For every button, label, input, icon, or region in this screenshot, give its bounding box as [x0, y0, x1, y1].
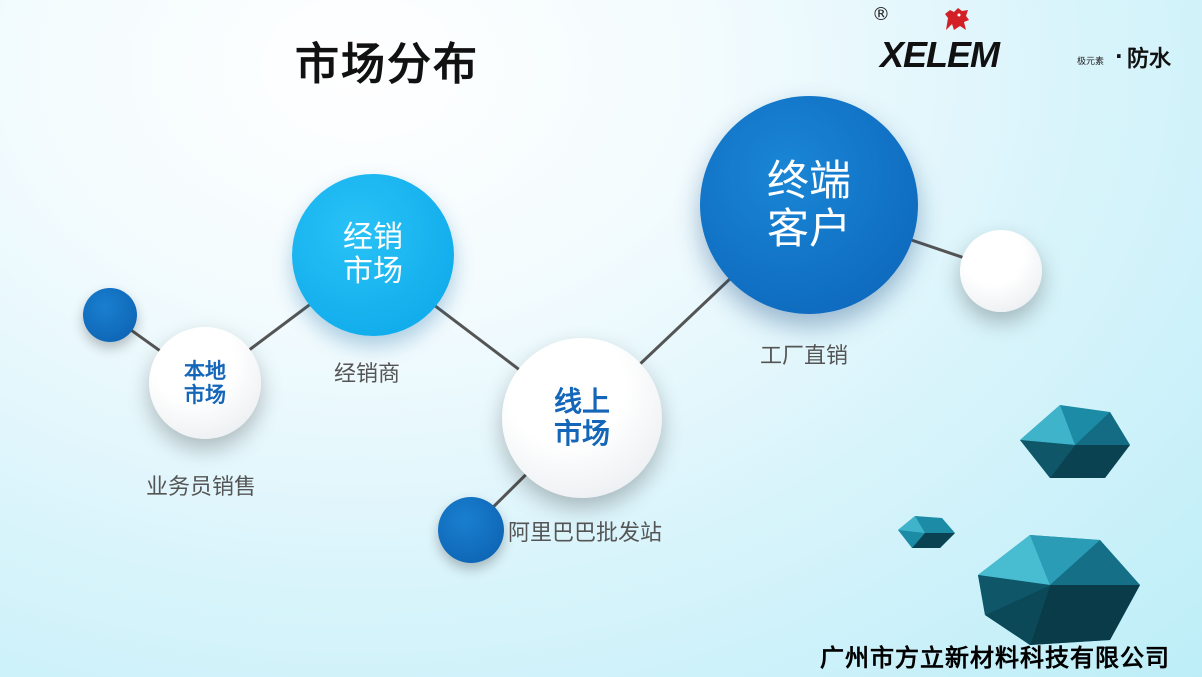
- node-dealer-text: 经销 市场: [343, 219, 403, 289]
- logo-separator: ·: [1115, 44, 1123, 68]
- brand-logo: ® XELEM 极元素 · 防水: [872, 4, 1192, 75]
- logo-suffix: 防水: [1127, 47, 1172, 72]
- node-terminal-customer: 终端 客户: [700, 96, 918, 314]
- node-terminal-text: 终端 客户: [766, 155, 851, 253]
- company-name: 广州市方立新材料科技有限公司: [820, 643, 1170, 672]
- node-dot-left: [83, 288, 137, 342]
- page-title: 市场分布: [295, 39, 479, 90]
- node-online-market: 线上 市场: [502, 338, 662, 498]
- gem-decoration-1: [1020, 405, 1130, 478]
- label-alibaba: 阿里巴巴批发站: [508, 521, 663, 546]
- node-white-right: [960, 230, 1042, 312]
- node-local-market: 本地 市场: [149, 327, 261, 439]
- node-dot-bottom: [438, 497, 504, 563]
- lion-icon: [945, 8, 969, 30]
- node-online-text: 线上 市场: [553, 384, 610, 450]
- label-factory-direct: 工厂直销: [760, 344, 849, 369]
- registered-mark: ®: [872, 4, 890, 25]
- logo-wordmark: XELEM: [880, 34, 1000, 75]
- label-dealer: 经销商: [334, 362, 401, 387]
- gem-decoration-3: [978, 535, 1140, 645]
- label-sales-rep: 业务员销售: [146, 475, 257, 500]
- logo-subtext: 极元素: [1077, 57, 1105, 67]
- gem-decoration-2: [898, 516, 955, 548]
- node-local-text: 本地 市场: [184, 358, 226, 407]
- node-dealer-market: 经销 市场: [292, 174, 454, 336]
